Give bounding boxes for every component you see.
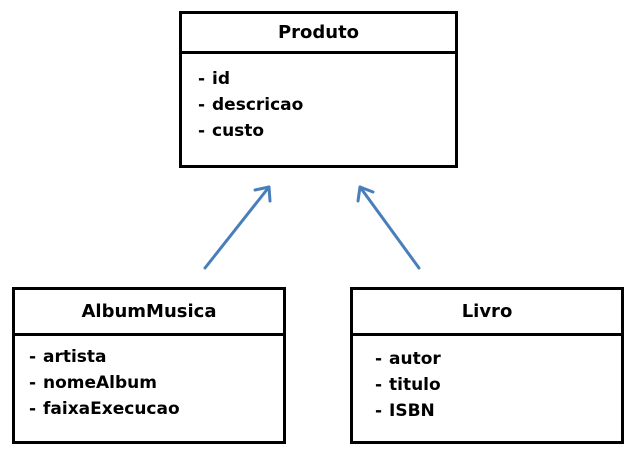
class-attributes-livro: -autor -titulo -ISBN xyxy=(353,336,621,424)
class-box-livro: Livro -autor -titulo -ISBN xyxy=(350,287,624,444)
class-name-produto: Produto xyxy=(182,14,455,54)
attribute-id: -id xyxy=(198,69,230,89)
arrowhead-livro-to-produto xyxy=(356,185,375,203)
attribute-nomealbum: -nomeAlbum xyxy=(29,373,157,393)
attribute-artista: -artista xyxy=(29,347,107,367)
attribute-titulo: -titulo xyxy=(375,375,441,395)
class-box-albummusica: AlbumMusica -artista -nomeAlbum -faixaEx… xyxy=(12,287,286,444)
arrowhead-album-to-produto xyxy=(253,185,272,203)
attribute-autor: -autor xyxy=(375,349,441,369)
class-name-albummusica: AlbumMusica xyxy=(15,290,283,336)
attribute-custo: -custo xyxy=(198,121,265,141)
arrow-album-to-produto xyxy=(203,185,271,270)
attribute-isbn: -ISBN xyxy=(375,401,435,421)
class-name-livro: Livro xyxy=(353,290,621,336)
class-attributes-produto: -id -descricao -custo xyxy=(182,54,455,144)
arrow-livro-to-produto xyxy=(358,185,421,270)
class-attributes-albummusica: -artista -nomeAlbum -faixaExecucao xyxy=(15,336,283,422)
attribute-descricao: -descricao xyxy=(198,95,304,115)
attribute-faixaexecucao: -faixaExecucao xyxy=(29,399,180,419)
class-box-produto: Produto -id -descricao -custo xyxy=(179,11,458,168)
